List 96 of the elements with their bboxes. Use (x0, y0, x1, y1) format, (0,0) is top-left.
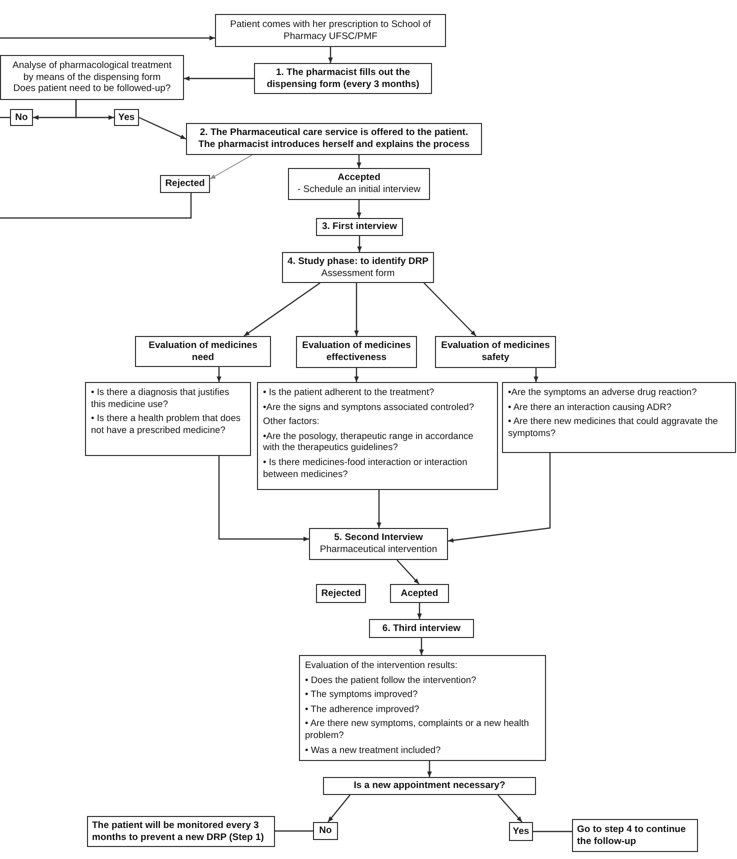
node-text: Acepted (400, 588, 440, 600)
arrow (356, 200, 362, 218)
item-text: •Are the signs and symptons associated controled? (263, 402, 476, 414)
item-text: Other factors: (263, 416, 320, 428)
item-text: • Does the patient follow the intervention? (305, 674, 478, 686)
item-text: • The adherence improved? (305, 704, 420, 716)
node-text: Evaluation of medicines safety (440, 340, 551, 364)
arrow (328, 794, 350, 822)
connector-line (0, 116, 10, 118)
connector-line (533, 830, 572, 832)
category-box (296, 336, 417, 368)
arrow (419, 638, 424, 655)
connector-line (275, 830, 313, 832)
item-text: • Is there medicines-food interaction or interaction between medicines? (263, 457, 468, 480)
arrow (218, 456, 309, 542)
arrow (396, 560, 420, 584)
arrow (356, 155, 362, 168)
process-box (316, 218, 403, 236)
node-text: Rejected (164, 178, 206, 190)
arrow (448, 453, 551, 543)
arrow (357, 236, 362, 252)
question-box (502, 382, 736, 453)
node-text: Evaluation of medicines need (148, 340, 258, 364)
node-text: 2. The Pharmaceutical care service is offered to the patient. The pharmacist introduces herself and explains the process (197, 127, 471, 151)
choice-box (509, 822, 533, 841)
subheading-text: - Schedule an initial interview (296, 184, 422, 196)
arrow (354, 283, 359, 336)
start-box (215, 14, 446, 47)
connector-line (0, 193, 192, 219)
subheading-text: Assessment form (320, 268, 396, 280)
arrow (138, 116, 186, 140)
process-box (309, 528, 448, 560)
item-text: • Is there a health problem that does not have a prescribed medicine? (91, 413, 242, 436)
choice-box (114, 109, 139, 126)
question-box (257, 382, 498, 490)
node-text: Yes (117, 112, 136, 124)
node-text: Go to step 4 to continue the follow-up (577, 824, 687, 848)
arrow (376, 490, 382, 528)
node-text: No (318, 825, 333, 837)
choice-box (316, 584, 366, 603)
process-box (288, 168, 430, 200)
outcome-box (572, 819, 698, 852)
item-text: • Are there an interaction causing ADR? (508, 402, 672, 414)
node-text: Rejected (320, 588, 362, 600)
arrow (0, 36, 215, 40)
node-text: 1. The pharmacist fills out the dispensing form (every 3 months) (266, 66, 420, 90)
heading-text: Accepted (336, 172, 382, 184)
arrow (424, 282, 476, 336)
heading-text: 5. Second Interview (333, 532, 424, 544)
choice-box (313, 822, 338, 840)
node-text: Patient comes with her prescription to School of Pharmacy UFSC/PMF (229, 18, 432, 42)
arrow (75, 100, 114, 120)
arrow (210, 154, 252, 180)
item-text: •Are the posology, therapeutic range in accordance with the therapeutics guidelines? (263, 430, 474, 454)
item-text: • Are there new symptoms, complaints or a new health problem? (305, 718, 530, 742)
arrow (354, 368, 359, 382)
choice-box (10, 109, 33, 126)
arrow (498, 794, 522, 822)
choice-box (390, 584, 449, 603)
category-box (135, 336, 271, 367)
process-box (254, 63, 432, 94)
heading-text: 4. Study phase: to identify DRP (287, 256, 429, 268)
arrow (328, 47, 333, 63)
item-text: • Is there a diagnosis that justifies this medicine use? (91, 387, 230, 410)
item-text: Evaluation of the intervention results: (305, 660, 458, 672)
node-text: 6. Third interview (381, 622, 462, 634)
question-box (299, 655, 546, 761)
node-text: The patient will be monitored every 3 months to prevent a new DRP (Step 1) (92, 820, 265, 844)
node-text: No (14, 112, 29, 124)
node-text: Does patient need to be followed-up? (12, 83, 172, 96)
arrow (427, 761, 432, 777)
process-box (282, 252, 434, 283)
process-box (369, 619, 474, 638)
node-text: Evaluation of medicines effectiveness (301, 340, 412, 364)
subheading-text: Pharmaceutical intervention (318, 544, 438, 556)
node-text: 3. First interview (321, 221, 398, 233)
item-text: • The symptoms improved? (305, 689, 419, 701)
outcome-box (87, 816, 275, 847)
process-box (186, 123, 482, 155)
arrow (244, 282, 320, 336)
item-text: • Was a new treatment included? (305, 744, 442, 756)
item-text: • Are there new medicines that could aggravate the symptoms? (508, 416, 719, 440)
arrow (184, 76, 254, 81)
decision-box (323, 777, 536, 795)
arrow (534, 368, 538, 382)
node-text: Is a new appointment necessary? (352, 780, 506, 792)
category-box (435, 336, 556, 368)
decision-box (0, 55, 184, 100)
choice-box (160, 175, 210, 193)
arrow (417, 603, 422, 619)
item-text: • Is the patient adherent to the treatment? (263, 387, 436, 399)
node-text: Yes (512, 826, 530, 838)
node-text: Analyse of pharmacological treatment by means of the dispensing form (12, 60, 172, 84)
item-text: •Are the symptoms an adverse drug reaction? (508, 387, 698, 399)
question-box (85, 382, 251, 456)
arrow (216, 367, 222, 382)
